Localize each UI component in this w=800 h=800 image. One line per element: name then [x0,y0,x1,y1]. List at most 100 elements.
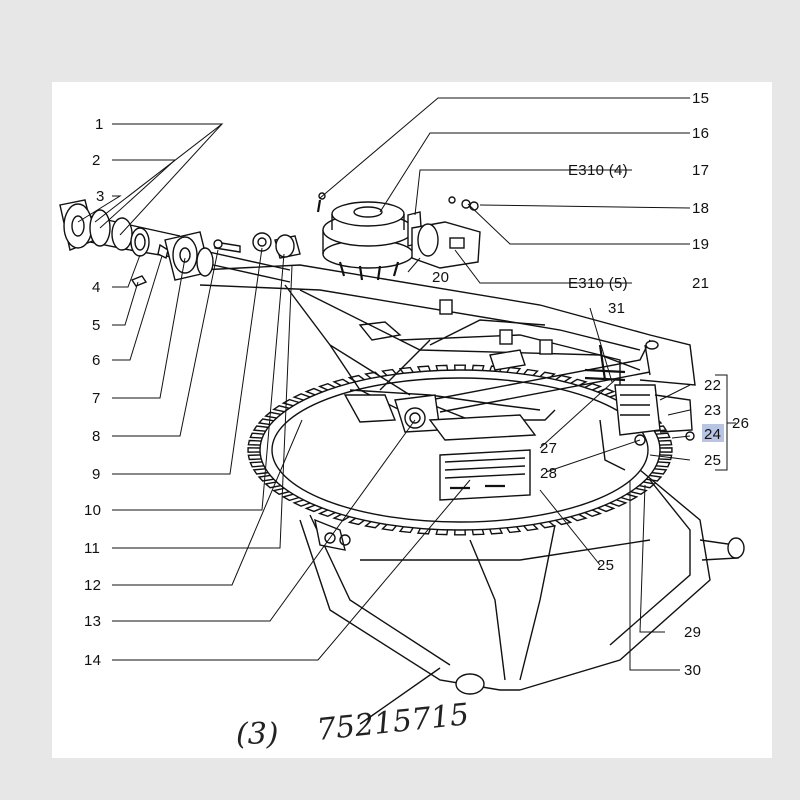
gear-tooth [247,454,262,461]
gear-tooth [252,425,269,432]
callout-16: 16 [692,125,709,142]
gear-tooth [630,487,648,495]
gear-tooth [416,365,431,372]
gear-tooth [398,526,414,534]
callout-labels: 1 2 3 4 5 6 7 8 9 10 11 12 13 14 15 16 E… [84,90,749,679]
callout-24-highlight [702,424,724,442]
callout-25-right: 25 [704,452,721,469]
gear-tooth [416,528,431,535]
gear-tooth [659,447,673,453]
callout-12: 12 [84,577,101,594]
callout-17: 17 [692,162,709,179]
callout-4: 4 [92,279,101,296]
gear-tooth [609,499,628,507]
callout-14: 14 [84,652,101,669]
callout-29: 29 [684,624,701,641]
handwritten-note: (3) 75215715 [236,667,471,752]
gear-tooth [249,461,265,468]
handwritten-part-number: 75215715 [315,697,471,748]
gear-tooth [247,439,262,446]
gear-tooth [304,504,323,513]
callout-26: 26 [732,415,749,432]
gear-tooth [655,432,671,439]
gear-tooth [471,364,485,371]
callout-2: 2 [92,152,101,169]
gear-tooth [264,481,282,489]
callout-22: 22 [704,377,721,394]
callout-3: 3 [96,188,105,205]
gear-tooth [317,382,336,391]
handwritten-circled-number: (3) [236,717,279,752]
callout-19: 19 [692,236,709,253]
gear-tooth [398,366,414,374]
gear-tooth [570,378,588,387]
callout-20: 20 [432,269,449,286]
callout-18: 18 [692,200,709,217]
ref-e310-4: E310 (4) [568,162,628,179]
callout-21: 21 [692,275,709,292]
callout-10: 10 [84,502,101,519]
gear-tooth [347,517,365,526]
base-frame [299,469,745,695]
gear-tooth [584,509,603,518]
gear-tooth [584,382,603,391]
callout-28: 28 [540,465,557,482]
gear-tooth [555,374,573,383]
gear-tooth [523,368,539,377]
callout-5: 5 [92,317,101,334]
gear-tooth [658,439,673,446]
gear-tooth [597,387,616,396]
leader-lines [77,97,736,671]
gear-tooth [489,528,504,535]
gear-tooth [247,447,261,453]
callout-6: 6 [92,352,101,369]
gear-tooth [453,364,467,371]
gear-tooth [272,405,290,413]
gear-tooth [364,521,381,529]
callout-11: 11 [84,540,100,557]
gear-tooth [597,504,616,513]
gear-tooth [249,432,265,439]
ring-gear [247,364,673,536]
gear-tooth [655,461,671,468]
handwritten-stroke [359,667,441,725]
gear-tooth [453,529,467,536]
callout-15: 15 [692,90,709,107]
gear-tooth [252,468,269,475]
gear-tooth [523,523,539,532]
callout-30: 30 [684,662,701,679]
gear-tooth [620,493,639,502]
gear-tooth [292,393,311,401]
slewing-bearing [439,449,531,501]
gear-tooth [257,418,274,426]
gear-tooth [471,529,485,536]
gear-tooth [332,513,350,522]
callout-25-lower: 25 [597,557,614,574]
gear-tooth [292,499,311,507]
gear-tooth [264,411,282,419]
exploded-parts-left [59,199,301,287]
gear-tooth [539,521,556,529]
callout-7: 7 [92,390,101,407]
callout-24: 24 [704,426,721,443]
gear-tooth [381,523,397,532]
gear-tooth [435,364,449,371]
gear-tooth [304,387,323,396]
ref-e310-5: E310 (5) [568,275,628,292]
gear-tooth [570,513,588,522]
gear-tooth [651,468,668,475]
gear-tooth [332,378,350,387]
gear-tooth [555,517,573,526]
callout-8: 8 [92,428,101,445]
callout-9: 9 [92,466,101,483]
gear-tooth [272,487,290,495]
callout-23: 23 [704,402,721,419]
gear-tooth [317,509,336,518]
callout-31: 31 [608,300,625,317]
gear-tooth [435,529,449,536]
gear-tooth [281,493,300,502]
motor-assembly [316,192,481,281]
gear-tooth [506,526,522,534]
